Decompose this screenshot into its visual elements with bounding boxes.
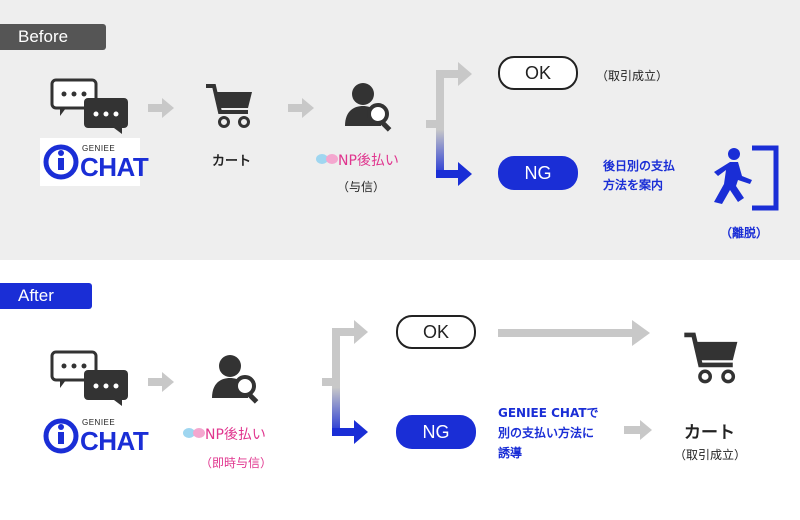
exit-person-icon — [714, 145, 779, 211]
chat-bubbles-icon — [50, 78, 128, 134]
branch-arrows — [322, 320, 368, 444]
user-search-icon — [345, 83, 392, 132]
after-cart-sub: （取引成立） — [674, 448, 747, 462]
after-np-sub: （即時与信） — [200, 456, 273, 470]
after-ng-note-1: GENIEE CHATで — [498, 406, 599, 420]
before-ng-note-2: 方法を案内 — [603, 178, 664, 192]
before-cart-label: カート — [212, 154, 252, 169]
branch-arrows — [426, 62, 472, 186]
long-arrow-icon — [498, 320, 650, 346]
after-logo-brand: GENIEE — [82, 418, 116, 427]
before-logo-brand: GENIEE — [82, 144, 116, 153]
after-tag: After — [0, 283, 92, 309]
geniee-logo-icon — [43, 418, 79, 454]
after-ok-pill: OK — [396, 315, 476, 349]
arrow-icon — [624, 420, 652, 440]
before-ok-pill: OK — [498, 56, 578, 90]
after-ng-note-2: 別の支払い方法に — [498, 426, 595, 440]
arrow-icon — [288, 98, 314, 118]
geniee-logo-icon — [43, 144, 79, 180]
before-geniee-chat-logo: GENIEE CHAT — [40, 138, 149, 186]
after-cart-label: カート — [684, 423, 735, 443]
before-ng-note-1: 後日別の支払 — [603, 159, 676, 173]
before-ng-pill: NG — [498, 156, 578, 190]
before-tag: Before — [0, 24, 106, 50]
before-panel — [0, 0, 800, 260]
before-np-logo: NP後払い — [338, 153, 399, 169]
shopping-cart-icon — [206, 84, 252, 128]
user-search-icon — [212, 355, 259, 404]
after-np-logo: NP後払い — [205, 427, 266, 443]
after-geniee-chat-logo: GENIEE CHAT — [40, 412, 149, 460]
after-ng-note-3: 誘導 — [498, 446, 523, 460]
np-butterfly-icon — [183, 428, 205, 438]
before-np-sub: （与信） — [337, 180, 386, 194]
arrow-icon — [148, 98, 174, 118]
arrow-icon — [148, 372, 174, 392]
np-butterfly-icon — [316, 154, 338, 164]
before-logo-product: CHAT — [80, 152, 149, 182]
after-ng-pill: NG — [396, 415, 476, 449]
chat-bubbles-icon — [50, 350, 128, 406]
before-ok-note: （取引成立） — [596, 69, 669, 83]
before-exit-note: （離脱） — [720, 226, 769, 240]
shopping-cart-icon — [684, 332, 738, 384]
after-logo-product: CHAT — [80, 426, 149, 456]
